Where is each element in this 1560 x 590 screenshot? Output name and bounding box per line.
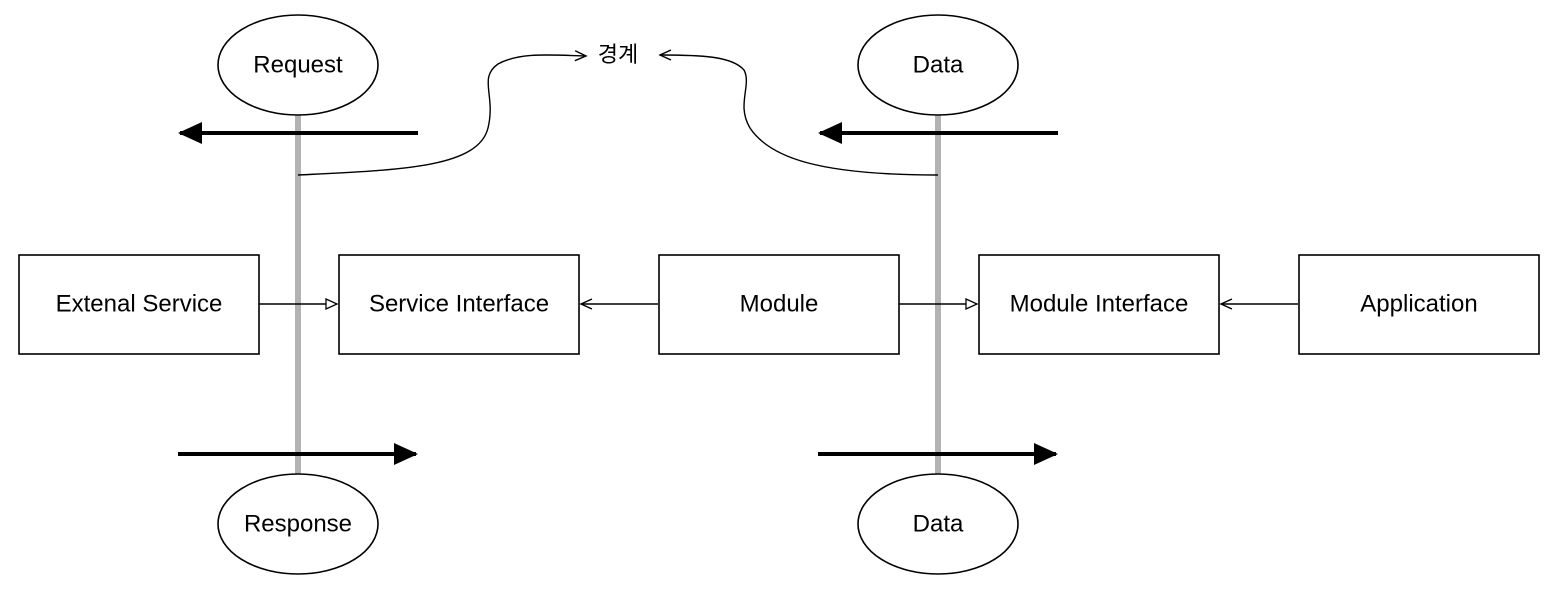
module-interface-label: Module Interface <box>1010 290 1189 317</box>
request-label: Request <box>253 51 343 78</box>
data-bottom-label: Data <box>913 510 964 537</box>
service-interface-label: Service Interface <box>369 290 549 317</box>
external-service-box: Extenal Service <box>18 254 260 355</box>
left-boundary-connector <box>297 50 588 176</box>
service-interface-box: Service Interface <box>338 254 580 355</box>
application-label: Application <box>1360 290 1477 317</box>
boundary-label: 경계 <box>598 42 638 67</box>
data-bottom-ellipse: Data <box>857 473 1019 575</box>
module-interface-box: Module Interface <box>978 254 1220 355</box>
response-ellipse: Response <box>217 473 379 575</box>
right-boundary-connector <box>658 49 939 176</box>
external-service-label: Extenal Service <box>56 290 223 317</box>
data-top-ellipse: Data <box>857 14 1019 116</box>
application-box: Application <box>1298 254 1540 355</box>
module-box: Module <box>658 254 900 355</box>
module-label: Module <box>740 290 819 317</box>
response-label: Response <box>244 510 352 537</box>
data-top-label: Data <box>913 51 964 78</box>
request-ellipse: Request <box>217 14 379 116</box>
